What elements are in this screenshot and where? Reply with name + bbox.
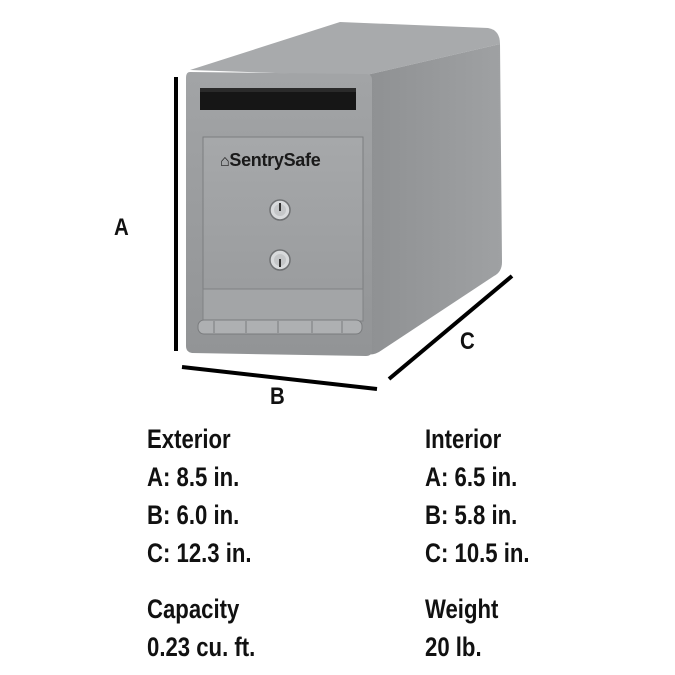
weight-heading: Weight xyxy=(425,594,499,624)
upper-key-lock-icon xyxy=(269,199,291,221)
capacity-spec: Capacity 0.23 cu. ft. xyxy=(147,590,255,666)
dimension-label-c: C xyxy=(460,328,475,355)
dimension-label-a: A xyxy=(114,214,129,241)
weight-value: 20 lb. xyxy=(425,632,482,662)
interior-c: C: 10.5 in. xyxy=(425,538,530,568)
exterior-c: C: 12.3 in. xyxy=(147,538,252,568)
dimension-line-b xyxy=(181,365,378,391)
exterior-a: A: 8.5 in. xyxy=(147,462,240,492)
dimension-line-c xyxy=(387,274,514,381)
flame-logo-icon: ⌂ xyxy=(220,153,230,170)
weight-spec: Weight 20 lb. xyxy=(425,590,498,666)
dimension-label-b: B xyxy=(270,383,285,410)
deposit-slot xyxy=(200,88,356,110)
exterior-heading: Exterior xyxy=(147,424,231,454)
interior-specs: Interior A: 6.5 in. B: 5.8 in. C: 10.5 i… xyxy=(425,420,530,572)
brand-name: SentrySafe xyxy=(229,150,321,170)
interior-heading: Interior xyxy=(425,424,502,454)
interior-b: B: 5.8 in. xyxy=(425,500,518,530)
safe-side xyxy=(362,44,502,355)
capacity-value: 0.23 cu. ft. xyxy=(147,632,256,662)
exterior-specs: Exterior A: 8.5 in. B: 6.0 in. C: 12.3 i… xyxy=(147,420,252,572)
brand-logo: ⌂SentrySafe xyxy=(220,150,321,171)
safe-top xyxy=(190,22,500,76)
hinge xyxy=(197,319,363,335)
interior-a: A: 6.5 in. xyxy=(425,462,518,492)
capacity-heading: Capacity xyxy=(147,594,240,624)
exterior-b: B: 6.0 in. xyxy=(147,500,240,530)
lower-key-lock-icon xyxy=(269,249,291,271)
door-lip xyxy=(202,288,364,322)
